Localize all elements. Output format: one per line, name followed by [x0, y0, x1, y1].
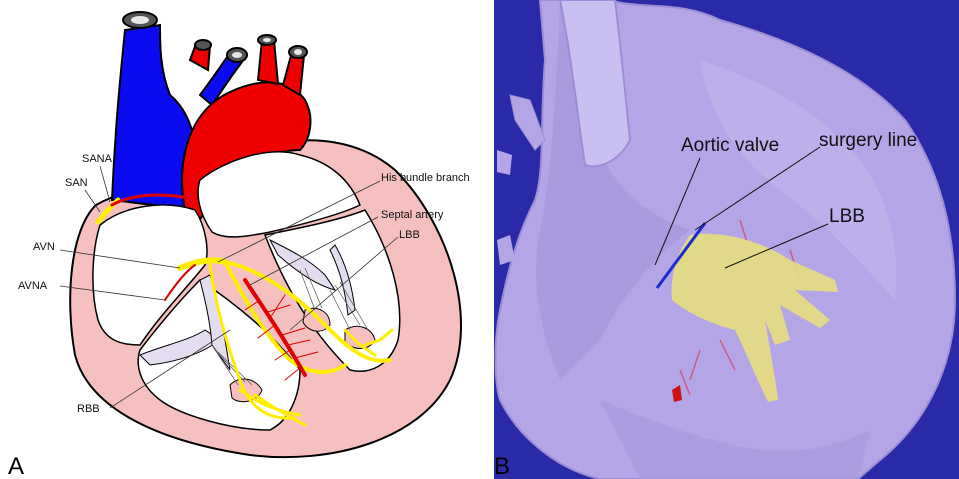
label-lbb-b: LBB [829, 206, 865, 227]
label-surgery-line: surgery line [819, 130, 917, 151]
panel-letter-b: B [494, 453, 510, 479]
panel-a: SANA SAN His bundle branch Septal artery… [0, 0, 486, 479]
label-san: SAN [65, 177, 88, 189]
label-his-bundle: His bundle branch [381, 172, 470, 184]
label-lbb-a: LBB [399, 229, 420, 241]
label-avna: AVNA [18, 280, 48, 292]
label-aortic-valve: Aortic valve [681, 135, 779, 156]
label-avn: AVN [33, 241, 55, 253]
label-septal-artery: Septal artery [381, 209, 444, 221]
panel-b: Aortic valve surgery line LBB B [494, 0, 959, 479]
panel-letter-a: A [8, 453, 24, 479]
label-rbb: RBB [77, 403, 100, 415]
label-sana: SANA [82, 153, 113, 165]
